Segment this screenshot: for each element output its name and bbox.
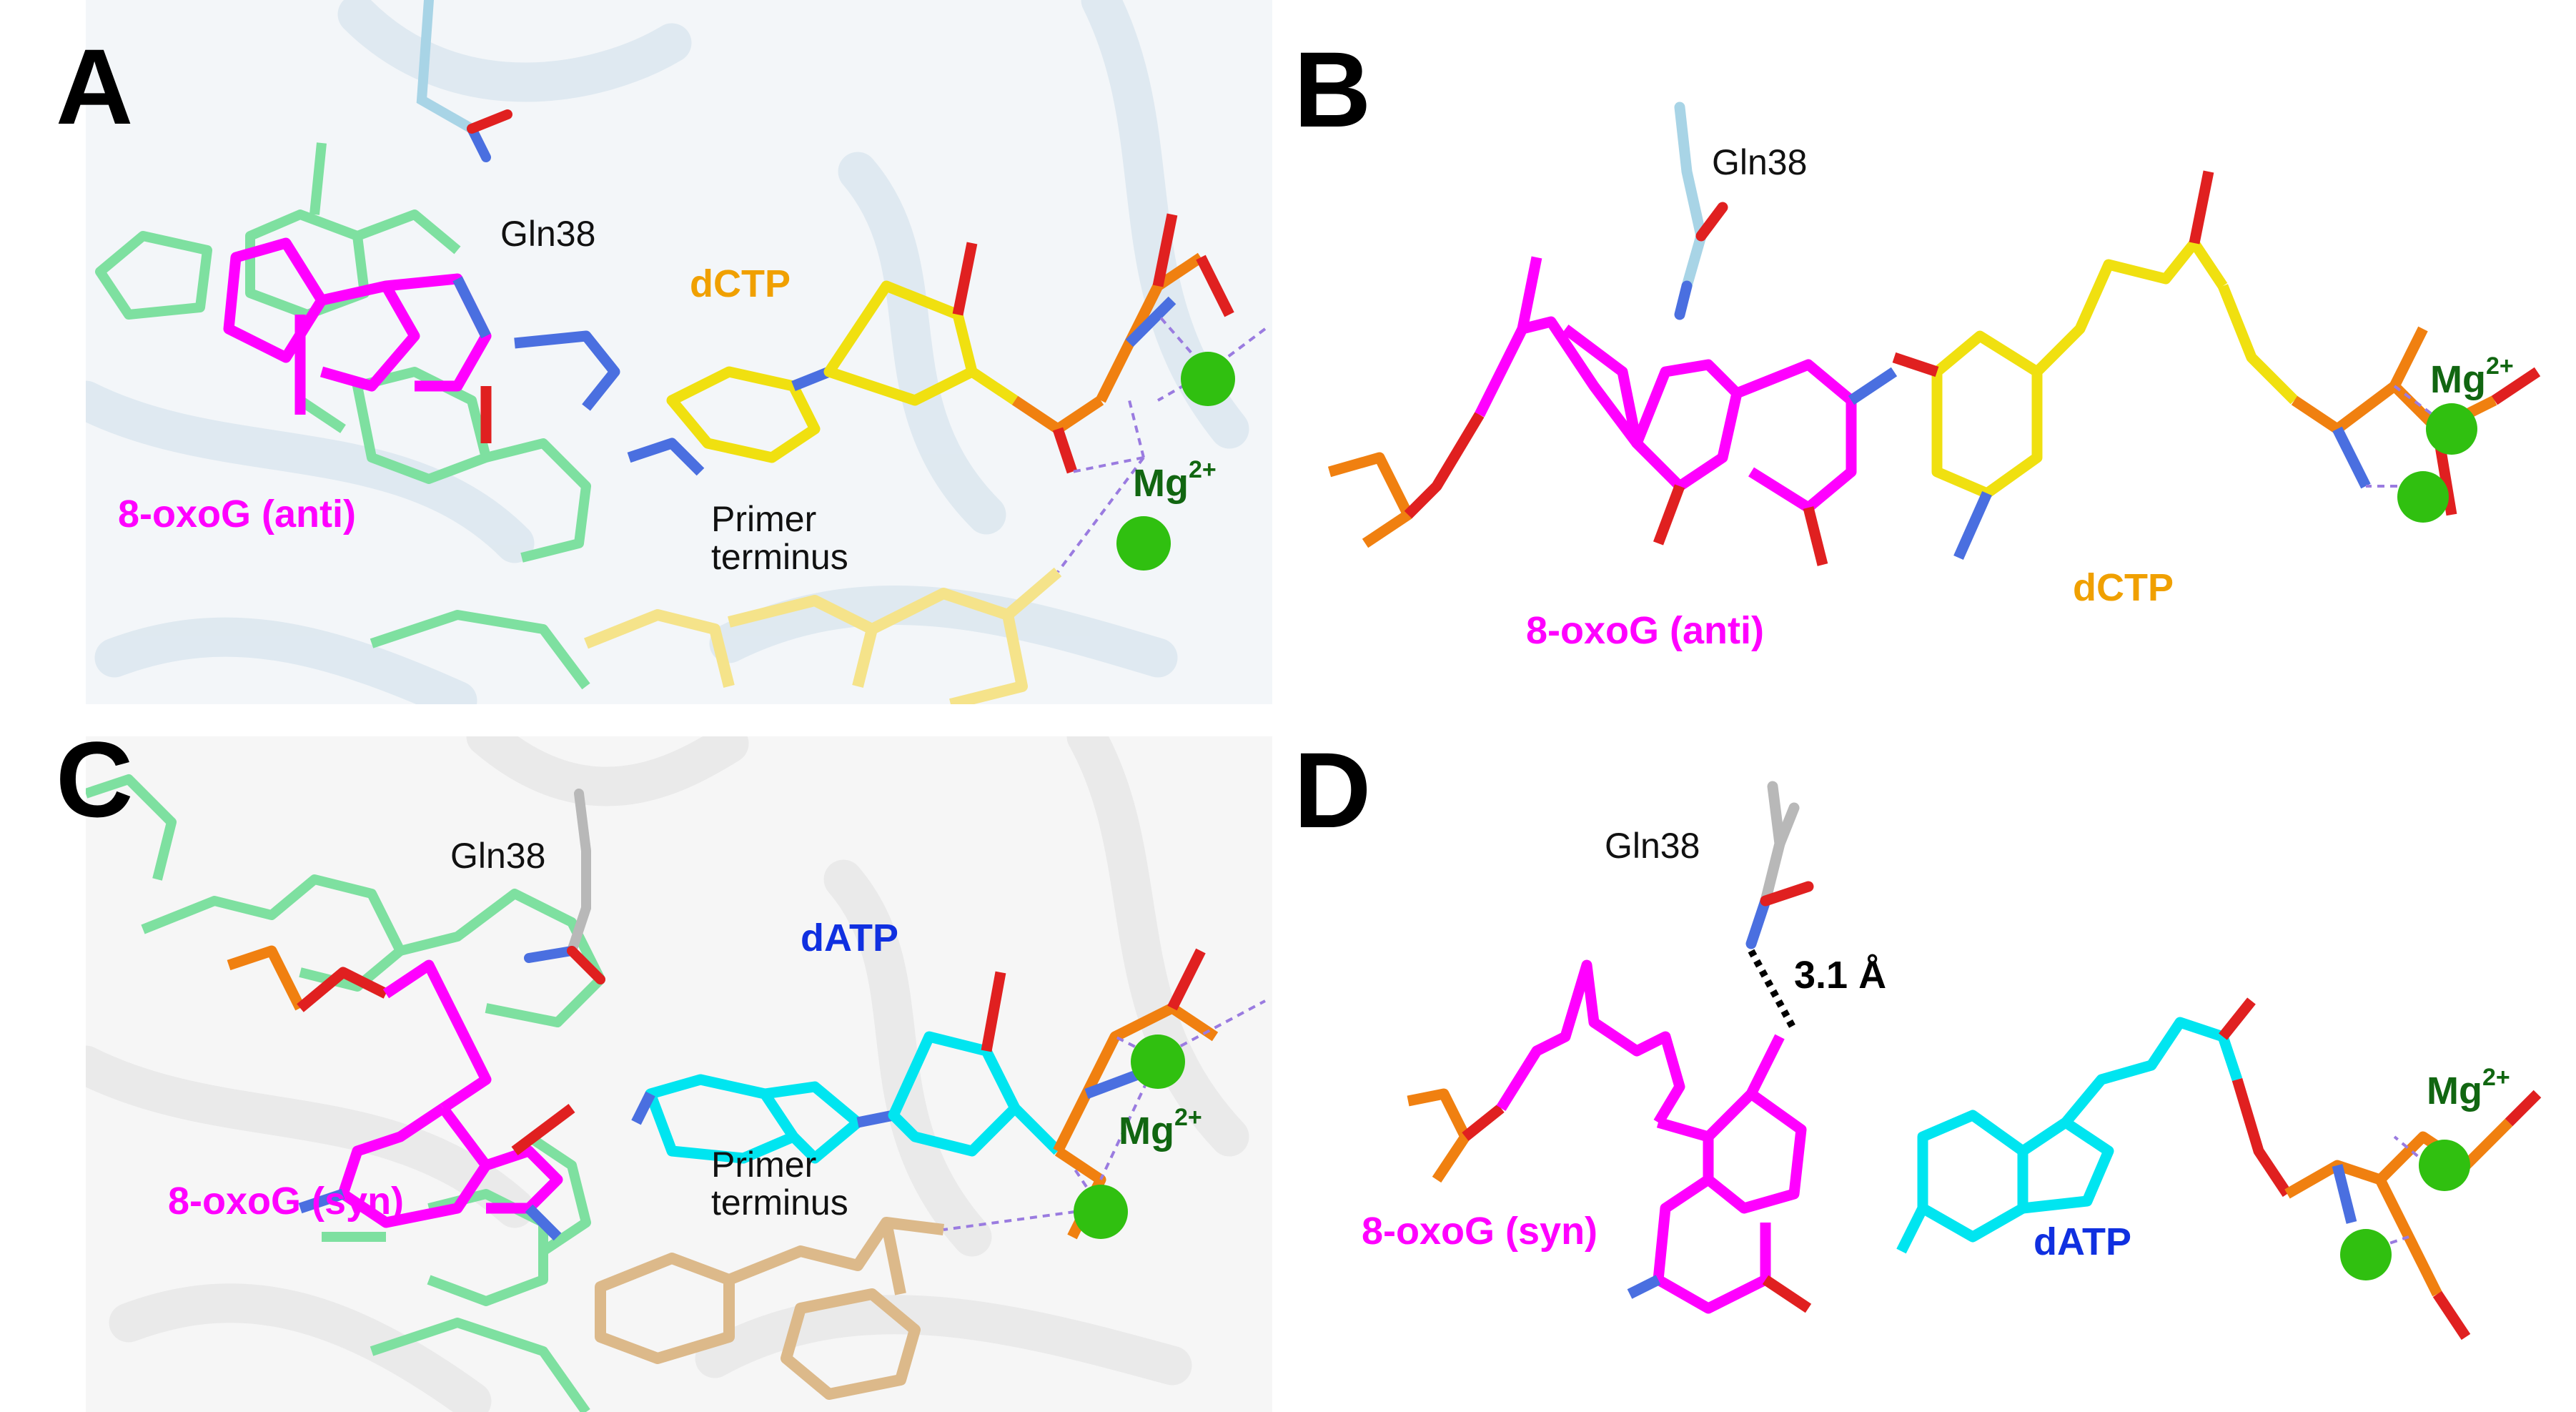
label-gln38-c: Gln38 bbox=[450, 836, 546, 876]
label-gln38-a: Gln38 bbox=[500, 214, 596, 254]
label-mg-d: Mg2+ bbox=[2427, 1064, 2510, 1112]
protein-ribbon bbox=[86, 736, 1249, 1412]
primer-terminus-stick bbox=[595, 1217, 944, 1400]
panel-a bbox=[86, 0, 1272, 704]
panel-d bbox=[1279, 736, 2566, 1394]
dna-template bbox=[95, 142, 591, 690]
panel-label-d: D bbox=[1294, 730, 1372, 850]
protein-ribbon bbox=[86, 0, 1249, 704]
label-oxog-syn-c: 8-oxoG (syn) bbox=[168, 1180, 405, 1223]
mg-ion-1 bbox=[2426, 403, 2477, 455]
oxog-anti-stick bbox=[223, 237, 620, 443]
label-gln38-b: Gln38 bbox=[1712, 142, 1808, 182]
hbond-dashed-line bbox=[1748, 949, 1798, 1032]
gln38-stick bbox=[1674, 102, 1728, 320]
label-mg-c: Mg2+ bbox=[1119, 1104, 1202, 1152]
oxog-anti-stick bbox=[1327, 256, 1898, 566]
dctp-stick bbox=[1892, 170, 2541, 561]
datp-stick bbox=[631, 948, 1219, 1240]
label-datp-d: dATP bbox=[2033, 1220, 2131, 1263]
label-oxog-syn-d: 8-oxoG (syn) bbox=[1362, 1210, 1598, 1253]
panel-b bbox=[1279, 29, 2566, 672]
gln38-stick bbox=[416, 0, 512, 162]
mg-ion-1 bbox=[1181, 352, 1235, 406]
datp-stick bbox=[1896, 997, 2542, 1341]
label-dctp-b: dCTP bbox=[2073, 566, 2174, 609]
panel-c bbox=[86, 736, 1272, 1412]
label-primer-terminus-a: Primer terminus bbox=[711, 499, 848, 577]
label-oxog-anti-a: 8-oxoG (anti) bbox=[118, 493, 356, 535]
oxog-syn-stick bbox=[227, 945, 575, 1241]
coordination-lines bbox=[2365, 1135, 2439, 1253]
mg-ion-2 bbox=[2340, 1229, 2392, 1280]
mg-ion-1 bbox=[1131, 1035, 1185, 1089]
label-mg-b: Mg2+ bbox=[2430, 352, 2514, 401]
dctp-stick bbox=[627, 213, 1234, 476]
mg-ion-1 bbox=[2419, 1140, 2470, 1191]
mg-ion-2 bbox=[1074, 1185, 1128, 1239]
panel-label-b: B bbox=[1294, 29, 1372, 149]
panel-label-c: C bbox=[56, 719, 134, 839]
label-distance-d: 3.1 Å bbox=[1794, 954, 1887, 997]
label-dctp-a: dCTP bbox=[690, 262, 791, 305]
label-datp-c: dATP bbox=[801, 917, 898, 959]
gln38-stick bbox=[1745, 781, 1814, 949]
oxog-syn-stick bbox=[1407, 959, 1812, 1314]
dna-template bbox=[86, 774, 605, 1412]
panel-a-structure bbox=[86, 0, 1272, 704]
mg-ion-2 bbox=[2397, 471, 2449, 523]
gln38-stick bbox=[524, 789, 605, 984]
mg-ion-2 bbox=[1116, 516, 1171, 571]
label-primer-terminus-c: Primer terminus bbox=[711, 1145, 848, 1223]
coordination-lines bbox=[2366, 385, 2453, 488]
panel-label-a: A bbox=[56, 26, 134, 147]
label-gln38-d: Gln38 bbox=[1605, 826, 1700, 866]
label-mg-a: Mg2+ bbox=[1133, 456, 1217, 505]
panel-b-structure bbox=[1327, 102, 2541, 566]
panel-d-structure bbox=[1407, 781, 2542, 1341]
label-oxog-anti-b: 8-oxoG (anti) bbox=[1526, 609, 1764, 652]
primer-terminus-stick bbox=[584, 567, 1062, 704]
panel-c-structure bbox=[86, 736, 1272, 1412]
